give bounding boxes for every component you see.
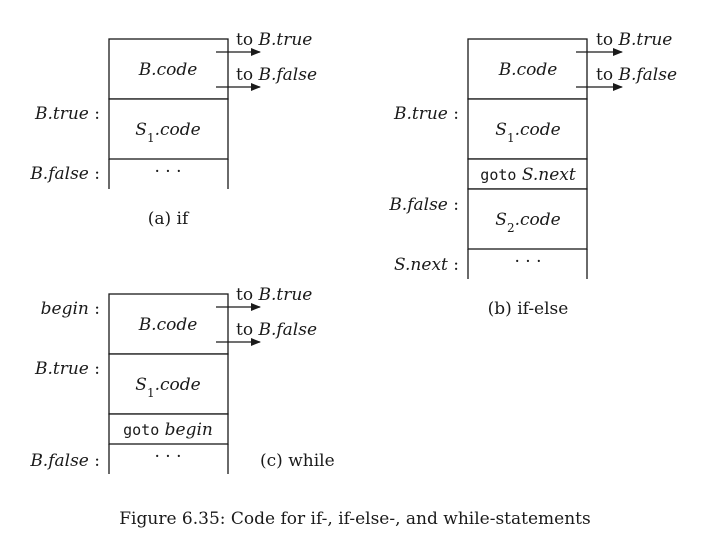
while-s1code-text: S1.code (135, 375, 200, 400)
if-s1code-text: S1.code (135, 120, 200, 145)
ifelse-label-btrue: B.true : (393, 104, 459, 124)
diagram-while: B.code S1.code goto begin · · · to B.tru… (29, 285, 335, 474)
ifelse-s2code-box (467, 188, 588, 250)
while-arrow-true-label: to B.true (236, 285, 312, 305)
ifelse-caption: (b) if-else (488, 299, 569, 319)
ifelse-bcode-text: B.code (498, 60, 558, 80)
while-bcode-text: B.code (138, 315, 198, 335)
figure-caption: Figure 6.35: Code for if-, if-else-, and… (119, 509, 590, 529)
ifelse-label-bfalse: B.false : (388, 195, 459, 215)
if-arrow-true-label: to B.true (236, 30, 312, 50)
ifelse-goto-text: goto S.next (480, 165, 576, 185)
if-bcode-text: B.code (138, 60, 198, 80)
while-label-bfalse: B.false : (29, 451, 100, 471)
while-goto-box (108, 413, 229, 445)
ifelse-label-snext: S.next : (394, 255, 459, 275)
if-label-bfalse: B.false : (29, 164, 100, 184)
if-arrow-false-label: to B.false (236, 65, 317, 85)
ifelse-goto-box (467, 158, 588, 190)
while-label-begin: begin : (41, 299, 100, 319)
ifelse-s1code-box (467, 98, 588, 160)
if-s1code-box (108, 98, 229, 160)
if-label-btrue: B.true : (34, 104, 100, 124)
diagram-if-else: B.code S1.code goto S.next S2.code · · ·… (388, 30, 677, 319)
if-ellipsis: · · · (154, 162, 181, 182)
if-bcode-box (108, 38, 229, 100)
while-caption: (c) while (260, 451, 335, 471)
while-bcode-box (108, 293, 229, 355)
while-ellipsis: · · · (154, 447, 181, 467)
ifelse-s2code-text: S2.code (495, 210, 560, 235)
ifelse-bcode-box (467, 38, 588, 100)
while-s1code-box (108, 353, 229, 415)
diagram-if: B.code S1.code · · · to B.true to B.fals… (29, 30, 317, 229)
if-caption: (a) if (148, 209, 190, 229)
ifelse-arrow-true-label: to B.true (596, 30, 672, 50)
ifelse-ellipsis: · · · (514, 252, 541, 272)
ifelse-arrow-false-label: to B.false (596, 65, 677, 85)
while-goto-text: goto begin (123, 420, 213, 440)
while-label-btrue: B.true : (34, 359, 100, 379)
ifelse-s1code-text: S1.code (495, 120, 560, 145)
while-arrow-false-label: to B.false (236, 320, 317, 340)
